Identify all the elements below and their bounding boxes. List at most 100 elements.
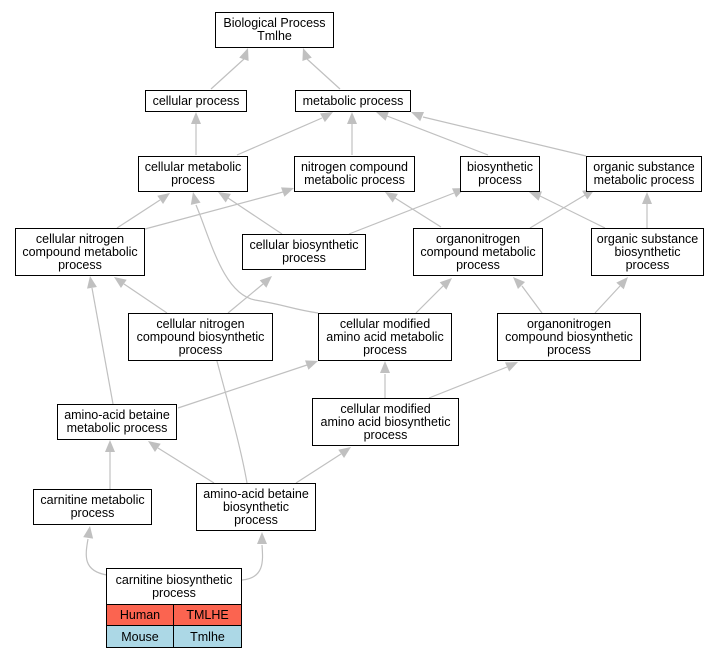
node-label-line: cellular biosynthetic xyxy=(249,238,359,252)
arrowhead xyxy=(529,191,542,201)
node-label-line: amino-acid betaine xyxy=(64,408,170,422)
node-label-line: metabolic process xyxy=(66,421,168,435)
edge xyxy=(123,283,168,314)
arrowhead xyxy=(114,277,127,288)
mouse-label-cell: Mouse xyxy=(107,626,174,647)
arrowhead xyxy=(411,112,424,122)
edge xyxy=(116,199,161,229)
node-label-line: organonitrogen xyxy=(526,316,612,331)
node-label-line: biosynthetic xyxy=(222,499,289,514)
arrowhead xyxy=(257,532,267,544)
node-label-line: cellular modified xyxy=(339,316,431,331)
node-label-line: process xyxy=(363,342,407,357)
arrowhead xyxy=(105,440,115,452)
arrowhead xyxy=(218,192,231,203)
node-label-line: biosynthetic xyxy=(466,160,533,174)
node-label-line: compound metabolic xyxy=(420,244,536,259)
node-label-line: process xyxy=(171,173,215,187)
edge xyxy=(348,192,455,235)
arrowhead xyxy=(385,192,398,203)
node-label-line: Biological Process xyxy=(223,16,326,30)
arrowhead xyxy=(191,112,201,124)
node-label-line: process xyxy=(456,257,500,272)
node-label-line: amino acid metabolic xyxy=(326,329,444,344)
node-label-line: process xyxy=(478,173,522,187)
node-label-line: process xyxy=(178,342,223,357)
node-label-line: cellular nitrogen xyxy=(35,231,125,246)
node-label-line: carnitine metabolic xyxy=(40,493,145,507)
arrowhead xyxy=(190,192,201,205)
arrowhead xyxy=(305,360,318,370)
edge xyxy=(236,117,323,156)
edge xyxy=(306,58,341,90)
human-label-cell: Human xyxy=(107,605,174,626)
node-label-line: nitrogen compound xyxy=(300,160,409,174)
node-label-line: Tmlhe xyxy=(257,29,292,43)
edge xyxy=(386,115,489,156)
edge xyxy=(144,191,284,230)
arrowhead xyxy=(302,48,312,61)
arrowhead xyxy=(616,277,628,290)
node-label-line: process xyxy=(234,512,278,527)
node-metabolic-process[interactable]: metabolic process xyxy=(295,90,411,112)
arrowhead xyxy=(320,112,333,123)
node-label-line: cellular modified xyxy=(340,401,431,416)
node-label-line: process xyxy=(547,342,591,357)
node-label-line: organic substance xyxy=(596,231,699,246)
arrowhead xyxy=(148,441,161,452)
edge xyxy=(415,285,444,314)
node-label-line: compound metabolic xyxy=(22,244,138,259)
arrowhead xyxy=(380,361,390,373)
node-label-line: carnitine biosynthetic xyxy=(115,572,233,587)
arrowhead xyxy=(338,447,351,458)
arrowhead xyxy=(259,276,272,288)
human-gene-cell[interactable]: TMLHE xyxy=(174,605,241,626)
node-cellular-process[interactable]: cellular process xyxy=(145,90,247,112)
edge xyxy=(529,194,586,229)
node-label-line: process xyxy=(58,257,102,272)
node-label-line: metabolic process xyxy=(302,93,404,108)
edge xyxy=(212,345,248,484)
edge xyxy=(594,285,621,314)
edge xyxy=(241,544,264,581)
arrowhead xyxy=(376,111,389,121)
arrowhead xyxy=(505,362,518,372)
arrowhead xyxy=(83,526,94,539)
node-label-line: compound biosynthetic xyxy=(136,329,265,344)
arrowhead xyxy=(157,193,170,204)
mouse-gene-cell[interactable]: Tmlhe xyxy=(174,626,241,647)
edge xyxy=(210,58,245,90)
edge xyxy=(157,447,215,484)
node-label-line: process xyxy=(625,257,670,272)
node-label-line: metabolic process xyxy=(593,173,695,187)
arrowhead xyxy=(87,276,97,289)
edge xyxy=(85,538,108,576)
edge xyxy=(394,197,442,228)
edge xyxy=(521,285,543,314)
node-label-line: biosynthetic xyxy=(614,244,681,259)
arrowhead xyxy=(642,192,652,204)
edge xyxy=(428,366,508,399)
node-label-line: compound biosynthetic xyxy=(505,329,633,344)
node-label-line: amino acid biosynthetic xyxy=(320,414,451,429)
arrowhead xyxy=(347,112,357,124)
node-label-line: process xyxy=(70,506,115,520)
